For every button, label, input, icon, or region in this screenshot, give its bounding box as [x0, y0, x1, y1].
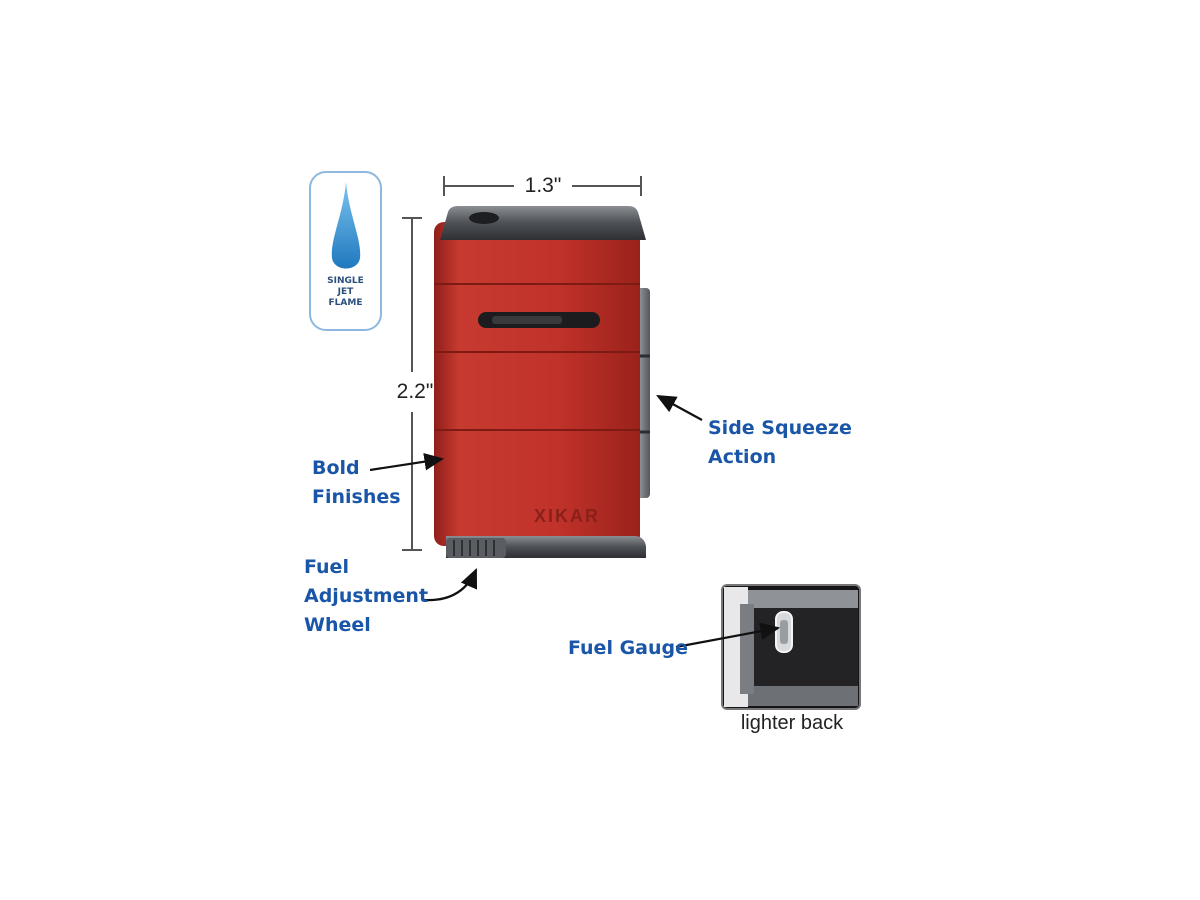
badge-line-1: SINGLE	[327, 276, 364, 286]
badge-line-2: JET	[337, 287, 354, 297]
side-squeeze-arrow	[656, 394, 703, 421]
inset-caption: lighter back	[740, 712, 844, 734]
lighter-body	[434, 222, 640, 546]
bold-finishes-callout: Bold Finishes	[312, 457, 401, 508]
single-jet-flame-badge	[309, 171, 382, 331]
bold-finishes-arrow	[369, 452, 445, 472]
fuel-wheel-arrow	[423, 567, 478, 602]
flame-icon	[331, 182, 361, 269]
fuel-gauge-callout: Fuel Gauge	[568, 637, 689, 659]
lighter-front: XIKAR	[434, 206, 650, 558]
flame-outlet	[469, 212, 499, 224]
width-dimension-line	[443, 176, 642, 196]
side-squeeze-callout: Side Squeeze Action	[708, 417, 852, 468]
fuel-gauge-arrow	[675, 622, 781, 649]
fuel-wheel-callout: Fuel Adjustment Wheel	[304, 556, 429, 636]
brand-mark: XIKAR	[534, 506, 600, 526]
width-label: 1.3"	[524, 174, 562, 197]
height-label: 2.2"	[396, 380, 434, 403]
lighter-top-cap	[440, 206, 646, 240]
badge-line-3: FLAME	[328, 298, 363, 308]
height-dimension-line	[402, 217, 422, 551]
badge-text: SINGLE JET FLAME	[310, 276, 381, 309]
lighter-back-inset	[721, 584, 861, 710]
